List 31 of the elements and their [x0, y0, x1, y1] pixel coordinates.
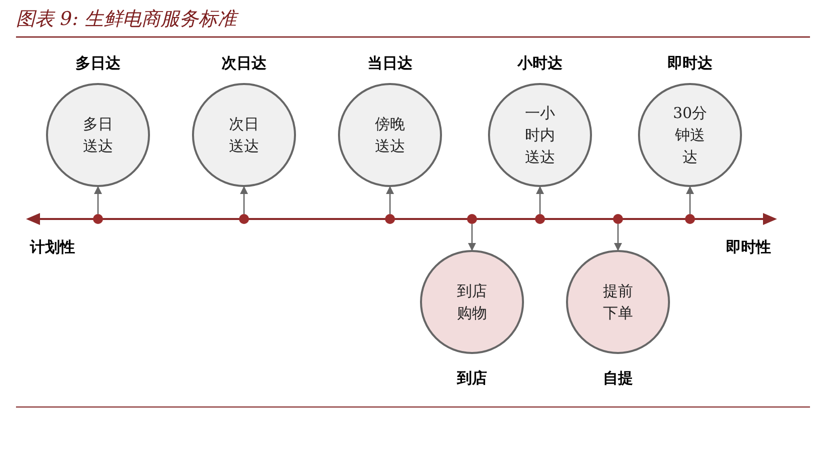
arrow: [686, 186, 694, 214]
heading: 小时达: [516, 53, 564, 73]
timeline-dot: [93, 214, 103, 224]
arrow: [468, 224, 476, 251]
timeline-dot: [685, 214, 695, 224]
figure-title: 图表 9: 生鲜电商服务标准: [16, 7, 237, 32]
circle-node: 到店购物: [420, 250, 524, 354]
arrow: [240, 186, 248, 214]
heading: 多日达: [74, 53, 122, 73]
heading: 即时达: [666, 53, 714, 73]
axis-label: 即时性: [726, 238, 771, 257]
heading: 到店: [456, 368, 488, 388]
arrow: [386, 186, 394, 214]
circle-node: 30分钟送达: [638, 83, 742, 187]
heading: 次日达: [220, 53, 268, 73]
circle-node: 多日送达: [46, 83, 150, 187]
circle-node: 次日送达: [192, 83, 296, 187]
timeline-dot: [385, 214, 395, 224]
timeline-dot: [535, 214, 545, 224]
circle-node: 一小时内送达: [488, 83, 592, 187]
heading: 当日达: [366, 53, 414, 73]
circle-node: 提前下单: [566, 250, 670, 354]
axis-label: 计划性: [30, 238, 75, 257]
arrow: [536, 186, 544, 214]
timeline-dot: [239, 214, 249, 224]
arrow: [94, 186, 102, 214]
circle-node: 傍晚送达: [338, 83, 442, 187]
heading: 自提: [602, 368, 634, 388]
timeline-dot: [467, 214, 477, 224]
timeline-dot: [613, 214, 623, 224]
arrow: [614, 224, 622, 251]
